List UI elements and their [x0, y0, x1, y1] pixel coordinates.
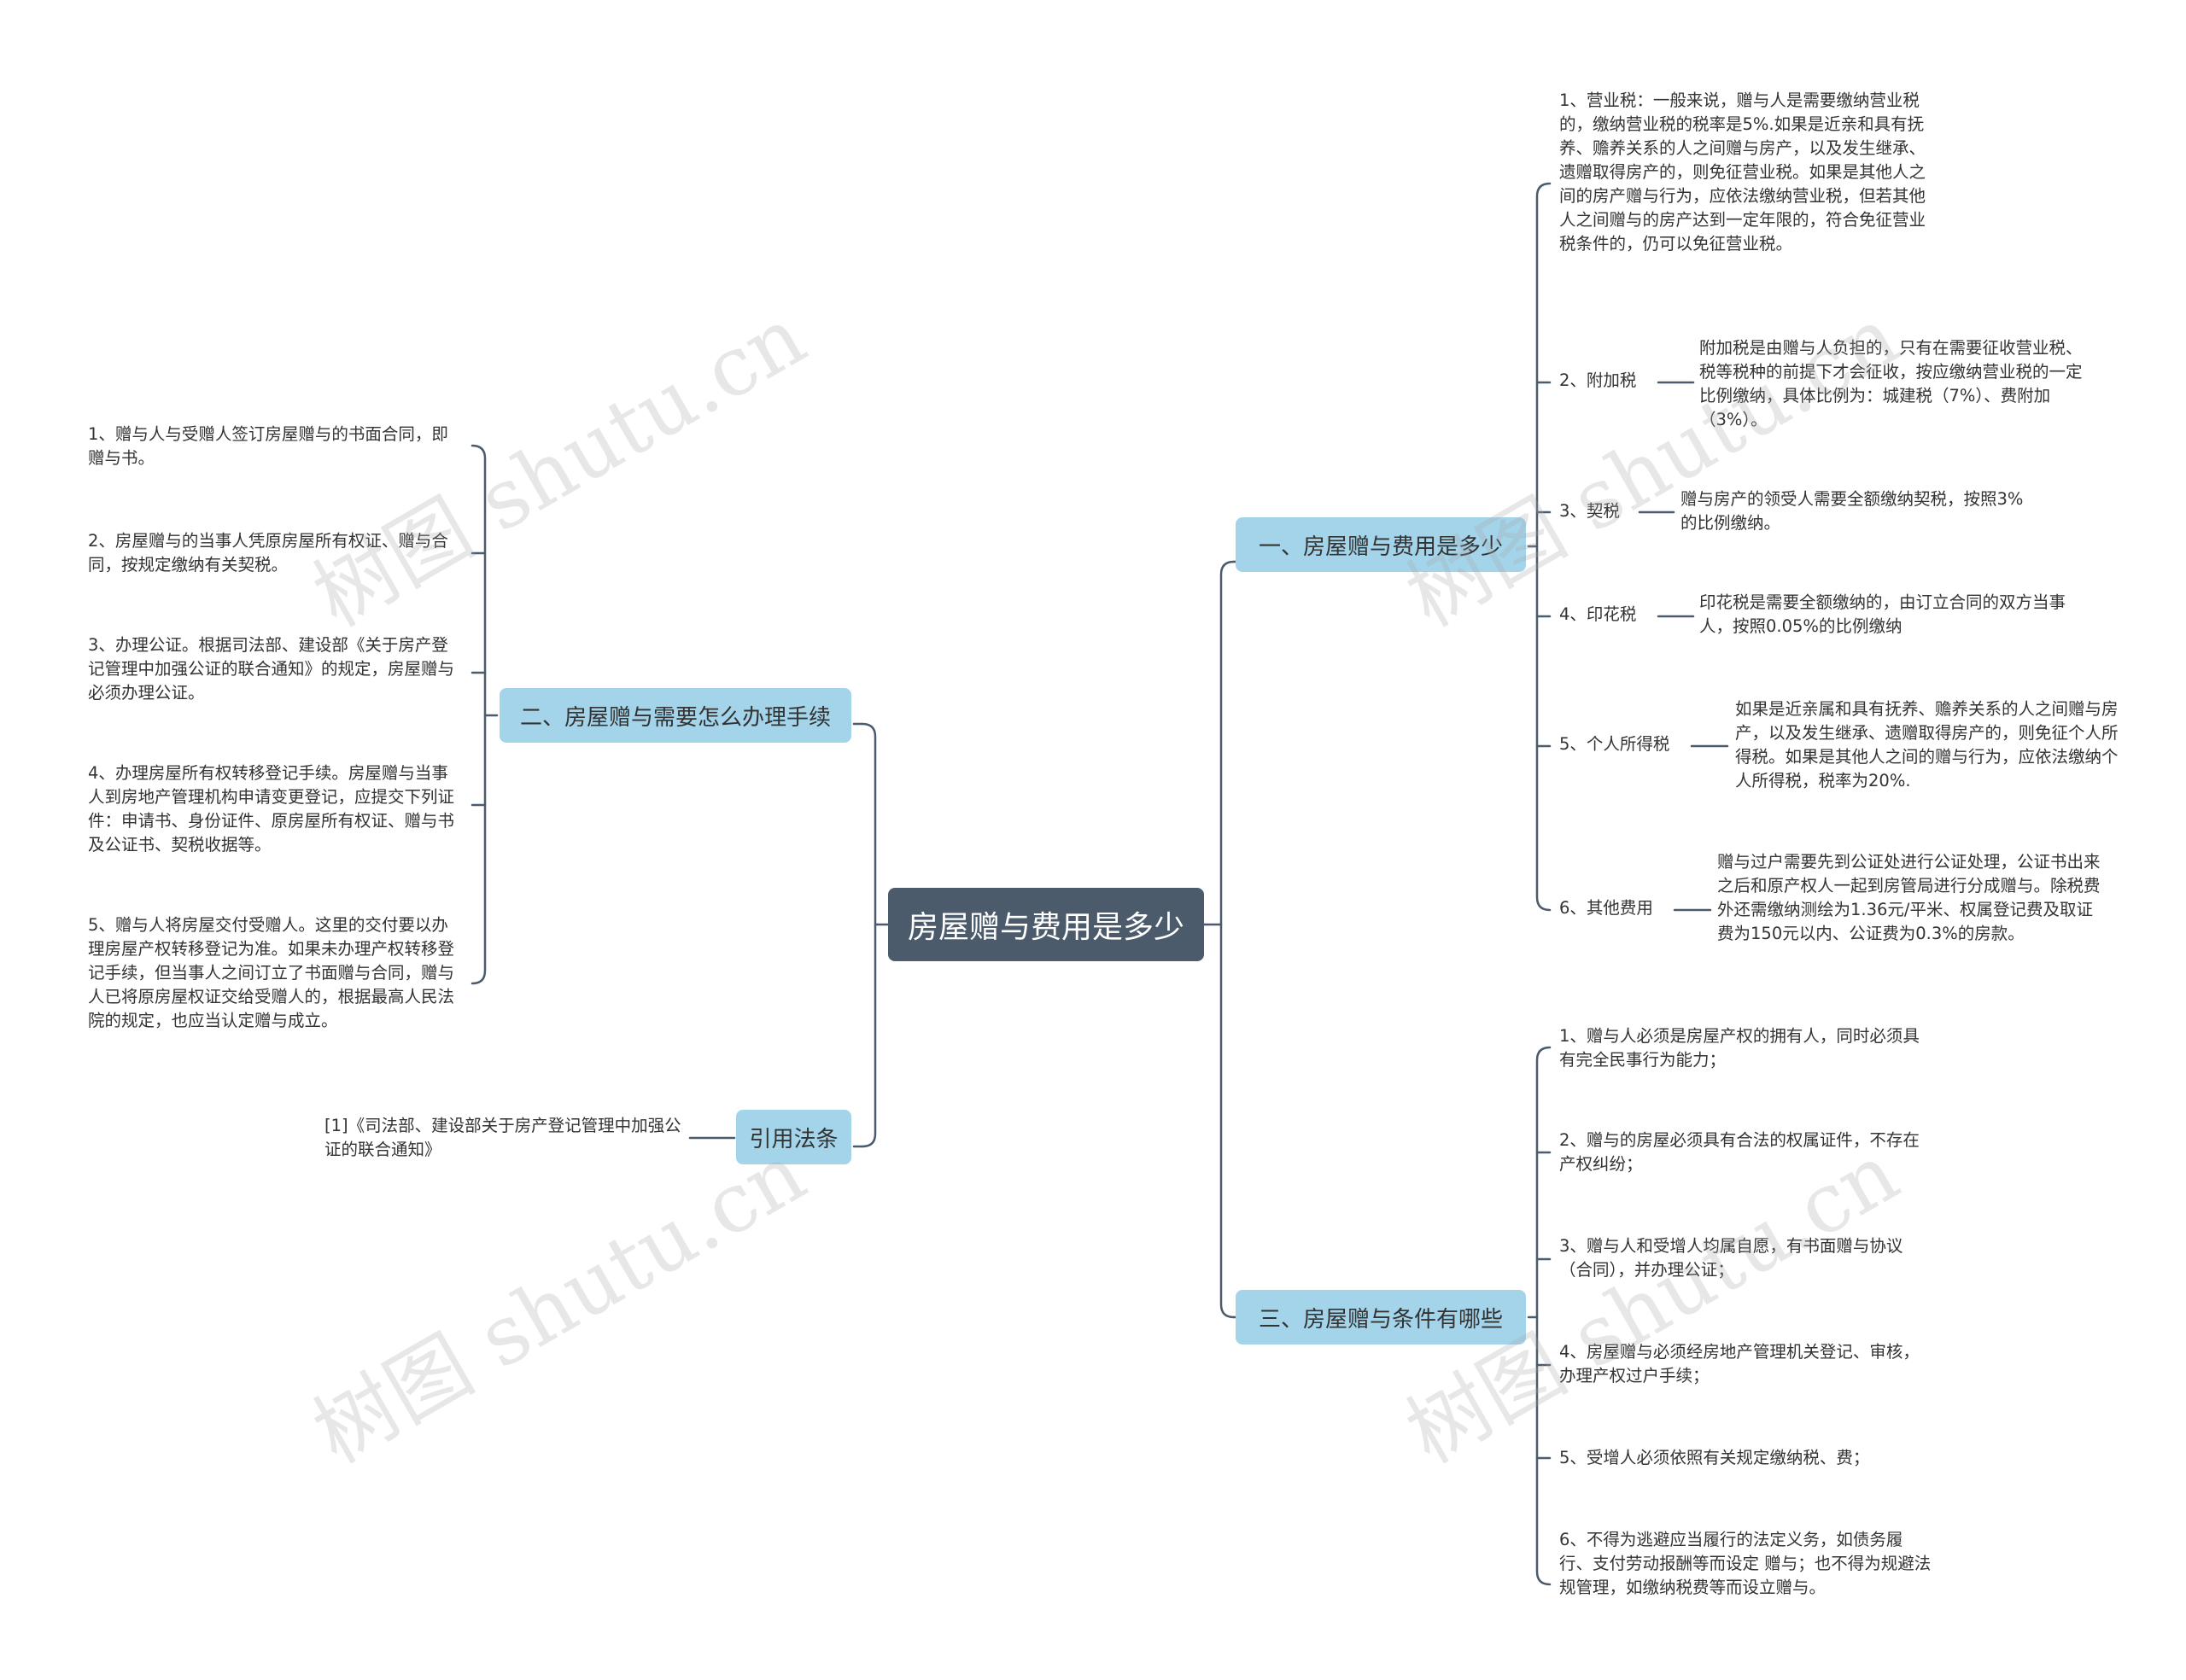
- procedure-item: 4、办理房屋所有权转移登记手续。房屋赠与当事人到房地产管理机构申请变更登记，应提…: [88, 763, 455, 855]
- branch-conditions[interactable]: 三、房屋赠与条件有哪些: [1236, 1290, 1526, 1345]
- fee-surtax-text: 附加税是由赠与人负担的，只有在需要征收营业税、税等税种的前提下才会征收，按应缴纳…: [1699, 338, 2083, 429]
- fee-deed-tax-text: 赠与房产的领受人需要全额缴纳契税，按照3%的比例缴纳。: [1680, 489, 2024, 533]
- branch-fees[interactable]: 一、房屋赠与费用是多少: [1236, 517, 1526, 572]
- fee-income-tax-label: 5、个人所得税: [1559, 734, 1670, 754]
- fee-income-tax-text: 如果是近亲属和具有抚养、赡养关系的人之间赠与房产，以及发生继承、遗赠取得房产的，…: [1735, 699, 2119, 790]
- condition-item: 4、房屋赠与必须经房地产管理机关登记、审核，办理产权过户手续；: [1559, 1342, 1920, 1385]
- condition-item: 1、赠与人必须是房屋产权的拥有人，同时必须具有完全民事行为能力；: [1559, 1026, 1920, 1070]
- fee-surtax-label: 2、附加税: [1559, 370, 1637, 390]
- condition-item: 2、赠与的房屋必须具有合法的权属证件，不存在产权纠纷；: [1559, 1130, 1920, 1174]
- fee-stamp-duty-label: 4、印花税: [1559, 604, 1637, 624]
- reference-item: [1]《司法部、建设部关于房产登记管理中加强公证的联合通知》: [324, 1116, 681, 1159]
- procedure-item: 5、赠与人将房屋交付受赠人。这里的交付要以办理房屋产权转移登记为准。如果未办理产…: [88, 915, 455, 1030]
- condition-item: 6、不得为逃避应当履行的法定义务，如债务履行、支付劳动报酬等而设定 赠与；也不得…: [1559, 1530, 1932, 1597]
- root-topic[interactable]: 房屋赠与费用是多少: [888, 888, 1204, 961]
- branch-references[interactable]: 引用法条: [736, 1110, 851, 1164]
- fee-deed-tax-label: 3、契税: [1559, 501, 1620, 521]
- procedure-item: 2、房屋赠与的当事人凭原房屋所有权证、赠与合同，按规定缴纳有关契税。: [88, 531, 448, 575]
- condition-item: 3、赠与人和受增人均属自愿，有书面赠与协议（合同），并办理公证；: [1559, 1236, 1903, 1280]
- procedure-item: 3、办理公证。根据司法部、建设部《关于房产登记管理中加强公证的联合通知》的规定，…: [88, 635, 455, 703]
- fee-business-tax-text: 1、营业税：一般来说，赠与人是需要缴纳营业税的，缴纳营业税的税率是5%.如果是近…: [1559, 90, 1926, 254]
- fee-other-label: 6、其他费用: [1559, 898, 1653, 918]
- fee-other-text: 赠与过户需要先到公证处进行公证处理，公证书出来之后和原产权人一起到房管局进行分成…: [1717, 852, 2101, 943]
- procedure-item: 1、赠与人与受赠人签订房屋赠与的书面合同，即赠与书。: [88, 424, 448, 468]
- condition-item: 5、受增人必须依照有关规定缴纳税、费；: [1559, 1448, 1870, 1467]
- fee-stamp-duty-text: 印花税是需要全额缴纳的，由订立合同的双方当事人，按照0.05%的比例缴纳: [1699, 592, 2066, 636]
- branch-procedures[interactable]: 二、房屋赠与需要怎么办理手续: [500, 688, 851, 743]
